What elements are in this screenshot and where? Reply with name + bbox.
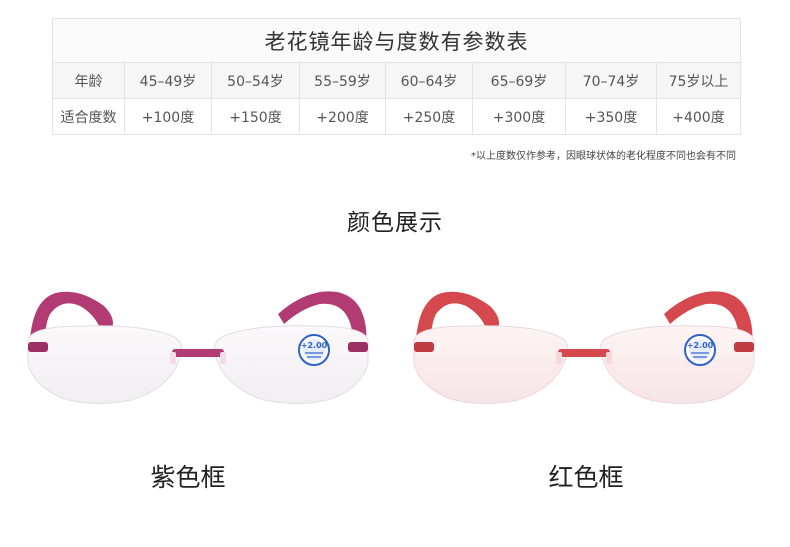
age-cell: 70–74岁 [565,62,657,99]
table-title: 老花镜年龄与度数有参数表 [52,18,741,63]
power-cell: +100度 [124,98,212,135]
age-cell: 50–54岁 [211,62,300,99]
power-cell: +250度 [385,98,473,135]
glasses-purple-svg: +2.00 [27,291,369,405]
color-section-title: 颜色展示 [347,210,443,236]
parameter-table-wrap: 老花镜年龄与度数有参数表 年龄 45–49岁 50–54岁 55–59岁 60–… [52,18,741,135]
right-temple-arm [664,291,753,346]
age-cell: 60–64岁 [385,62,473,99]
badge-power-label: +2.00 [687,341,714,350]
table-row-age: 年龄 45–49岁 50–54岁 55–59岁 60–64岁 65–69岁 70… [52,62,741,99]
badge-power-label: +2.00 [301,341,328,350]
right-lens [213,325,369,405]
purple-glasses-image: +2.00 [22,284,374,414]
left-lens [27,325,183,405]
left-hinge [414,342,434,352]
right-hinge [734,342,754,352]
left-temple-arm [30,291,113,344]
power-cell: +150度 [211,98,300,135]
right-temple-arm [278,291,367,346]
power-cell: +300度 [472,98,566,135]
diopter-badge-icon [298,334,330,366]
power-row-header: 适合度数 [52,98,125,135]
diopter-badge-icon [684,334,716,366]
table-row-power: 适合度数 +100度 +150度 +200度 +250度 +300度 +350度… [52,98,741,135]
left-hinge [28,342,48,352]
red-frame-caption: 红色框 [548,463,624,492]
red-glasses-image: +2.00 [408,284,760,414]
glasses-red-svg: +2.00 [413,291,755,405]
age-cell: 65–69岁 [472,62,566,99]
power-cell: +350度 [565,98,657,135]
purple-frame-caption: 紫色框 [150,463,226,492]
left-temple-arm [416,291,499,344]
nose-bridge [172,349,224,357]
age-cell: 45–49岁 [124,62,212,99]
right-hinge [348,342,368,352]
age-cell: 75岁以上 [656,62,741,99]
right-lens [599,325,755,405]
age-row-header: 年龄 [52,62,125,99]
nose-bridge [558,349,610,357]
power-cell: +200度 [299,98,386,135]
power-cell: +400度 [656,98,741,135]
left-lens [413,325,569,405]
age-cell: 55–59岁 [299,62,386,99]
disclaimer-note: *以上度数仅作参考，因眼球状体的老化程度不同也会有不同 [471,151,736,162]
parameter-table: 老花镜年龄与度数有参数表 年龄 45–49岁 50–54岁 55–59岁 60–… [52,18,741,135]
